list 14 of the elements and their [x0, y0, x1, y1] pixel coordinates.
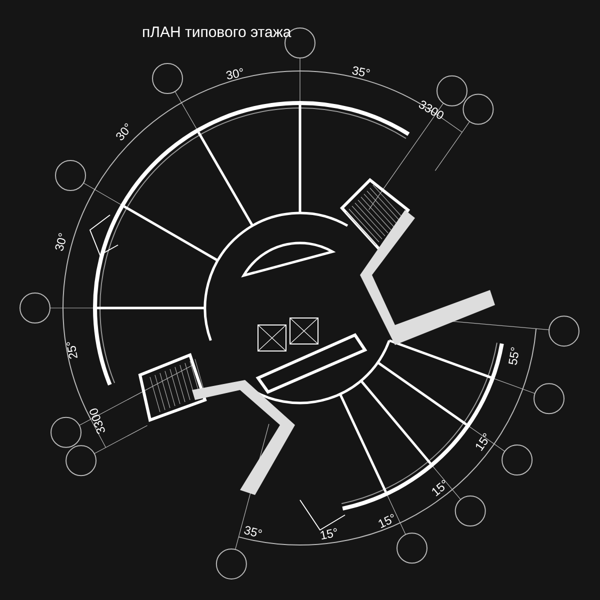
angle-dimension: 30° [114, 121, 134, 143]
angle-dimension: 15° [472, 431, 494, 453]
angle-dimension: 35° [350, 64, 372, 80]
angle-dimension: 30° [52, 232, 70, 252]
plan-title: пЛАН типового этажа [142, 24, 292, 41]
angle-dimension: 30° [224, 66, 246, 82]
angle-dimension: 15° [376, 512, 398, 530]
angle-dimension: 15° [429, 478, 451, 498]
angle-dimension: 55° [506, 346, 522, 366]
length-dimension: 3300 [416, 98, 446, 122]
length-dimension: 3300 [87, 406, 108, 436]
angle-dimension: 25° [64, 340, 80, 360]
angle-dimension: 35° [242, 524, 264, 540]
angle-dimension: 15° [318, 526, 340, 542]
